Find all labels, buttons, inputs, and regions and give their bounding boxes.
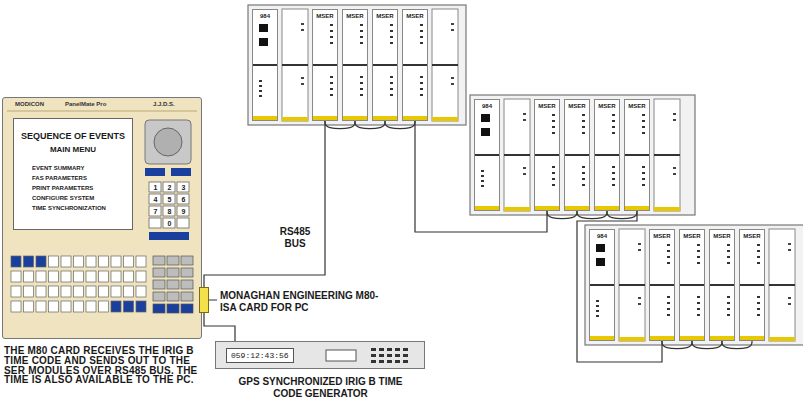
node-outline-art xyxy=(475,100,501,212)
ser-module: MSER xyxy=(624,99,650,211)
menu-item: FAS PARAMETERS xyxy=(14,173,132,183)
ser-module: MSER xyxy=(402,9,428,121)
node-outline-art xyxy=(253,10,279,122)
module-label: MSER xyxy=(650,233,674,240)
key-digit: 5 xyxy=(164,195,176,205)
bus-cable xyxy=(355,121,385,129)
card-callout: MONAGHAN ENGINEERING M80-ISA CARD FOR PC xyxy=(220,290,388,314)
node-outline-art xyxy=(565,100,591,212)
blank-slot xyxy=(282,9,308,121)
ser-module: MSER xyxy=(534,99,560,211)
key-digit: 9 xyxy=(178,207,190,217)
module-label: MSER xyxy=(740,233,764,240)
bus-cable xyxy=(204,121,325,287)
bus-cable xyxy=(607,211,637,219)
plc-rack xyxy=(470,95,695,215)
node-outline-art xyxy=(343,10,369,122)
key-digit: 6 xyxy=(178,195,190,205)
terminal-screen: SEQUENCE OF EVENTS MAIN MENU EVENT SUMMARY… xyxy=(13,118,133,230)
node-outline-art xyxy=(650,230,676,342)
node-outline-art xyxy=(373,10,399,122)
bus-cable xyxy=(722,341,752,349)
ser-module: MSER xyxy=(372,9,398,121)
node-outline-art xyxy=(680,230,706,342)
node-outline-art xyxy=(595,100,621,212)
key-digit: 2 xyxy=(164,183,176,193)
bus-cable xyxy=(204,313,235,341)
menu-item: CONFIGURE SYSTEM xyxy=(14,193,132,203)
module-label: 984 xyxy=(253,13,277,20)
bezel-label: MODICON xyxy=(15,101,44,108)
menu-item: EVENT SUMMARY xyxy=(14,163,132,173)
node-outline-art xyxy=(740,230,766,342)
key-digit: 0 xyxy=(164,219,176,229)
blank-slot xyxy=(504,99,530,211)
node-outline-art xyxy=(200,288,210,314)
ser-module: MSER xyxy=(739,229,765,341)
ser-module: MSER xyxy=(679,229,705,341)
bus-cable xyxy=(547,211,577,219)
module-label: MSER xyxy=(373,13,397,20)
operator-terminal: SEQUENCE OF EVENTS MAIN MENU EVENT SUMMARY… xyxy=(2,97,202,339)
menu-item: TIME SYNCHRONIZATION xyxy=(14,203,132,213)
key-digit: 3 xyxy=(178,183,190,193)
screen-heading: MAIN MENU xyxy=(14,145,132,155)
key-digit: 4 xyxy=(150,195,162,205)
cpu-module: 984 xyxy=(474,99,500,211)
leader-line xyxy=(209,300,217,301)
blank-slot xyxy=(619,229,645,341)
node-outline-art xyxy=(535,100,561,212)
ser-module: MSER xyxy=(649,229,675,341)
ser-module: MSER xyxy=(564,99,590,211)
module-label: MSER xyxy=(595,103,619,110)
module-label: 984 xyxy=(590,233,614,240)
screen-title: SEQUENCE OF EVENTS xyxy=(14,131,132,142)
node-outline-art xyxy=(590,230,616,342)
device-caption: GPS SYNCHRONIZED IRIG B TIME CODE GENERA… xyxy=(228,376,413,400)
m80-isa-card: MONAGHAN ENGINEERING M80-ISA CARD FOR PC xyxy=(199,287,209,313)
node-outline-art xyxy=(710,230,736,342)
module-label: MSER xyxy=(565,103,589,110)
key-digit: 7 xyxy=(150,207,162,217)
module-label: MSER xyxy=(625,103,649,110)
bus-label: RS485 BUS xyxy=(270,226,320,250)
time-code-generator: 059:12:43:56GPS SYNCHRONIZED IRIG B TIME… xyxy=(215,341,425,369)
module-label: MSER xyxy=(313,13,337,20)
blank-slot xyxy=(654,99,680,211)
module-label: MSER xyxy=(343,13,367,20)
cpu-module: 984 xyxy=(252,9,278,121)
cpu-module: 984 xyxy=(589,229,615,341)
key-digit: 1 xyxy=(150,183,162,193)
module-label: MSER xyxy=(680,233,704,240)
node-outline-art xyxy=(403,10,429,122)
ser-module: MSER xyxy=(342,9,368,121)
bus-cable xyxy=(385,121,415,129)
note-text: THE M80 CARD RECEIVES THE IRIG B TIME CO… xyxy=(4,346,202,385)
module-label: MSER xyxy=(710,233,734,240)
ser-module: MSER xyxy=(709,229,735,341)
blank-slot xyxy=(432,9,458,121)
bus-cable xyxy=(662,341,692,349)
module-label: 984 xyxy=(475,103,499,110)
bus-cable xyxy=(325,121,355,129)
plc-rack xyxy=(248,5,466,125)
node-outline-art xyxy=(625,100,651,212)
bus-cable xyxy=(692,341,722,349)
menu-item: PRINT PARAMETERS xyxy=(14,183,132,193)
blank-slot xyxy=(769,229,795,341)
key-digit: 8 xyxy=(164,207,176,217)
bezel-label: J.J.D.S. xyxy=(153,101,175,108)
plc-rack xyxy=(585,225,803,345)
bezel-label: PanelMate Pro xyxy=(65,101,106,108)
ser-module: MSER xyxy=(594,99,620,211)
module-label: MSER xyxy=(403,13,427,20)
time-display: 059:12:43:56 xyxy=(226,348,294,363)
bus-cable xyxy=(577,211,607,219)
node-outline-art xyxy=(313,10,339,122)
module-label: MSER xyxy=(535,103,559,110)
ser-module: MSER xyxy=(312,9,338,121)
